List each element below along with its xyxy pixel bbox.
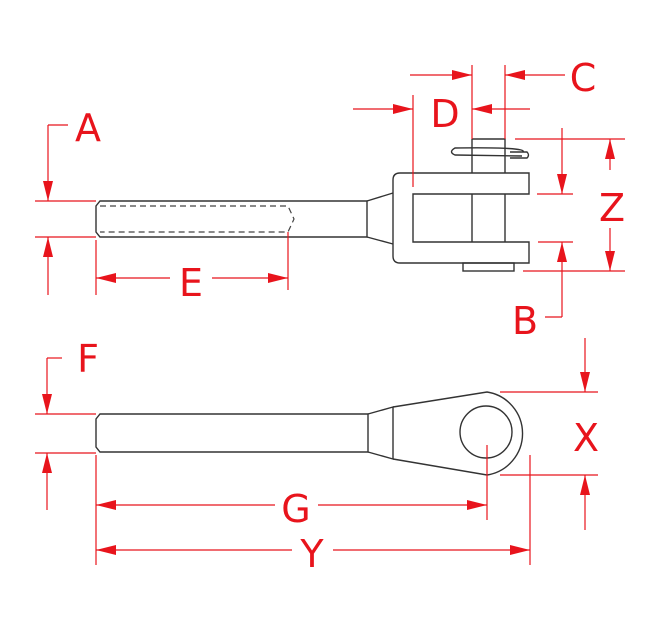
label-b: B bbox=[512, 299, 538, 343]
pin-hole bbox=[459, 405, 513, 459]
side-taper bbox=[367, 406, 394, 460]
fork-terminal-top-view bbox=[95, 138, 530, 272]
dimension-c: C bbox=[410, 56, 596, 139]
label-x: X bbox=[573, 416, 599, 460]
dimension-b: B bbox=[512, 128, 573, 343]
label-g: G bbox=[281, 487, 310, 531]
dimension-e: E bbox=[95, 232, 289, 305]
dimension-d: D bbox=[353, 92, 530, 187]
fork-terminal-side-view bbox=[95, 391, 524, 476]
dimension-g: G bbox=[95, 445, 488, 565]
eye-body bbox=[392, 391, 524, 476]
dimension-z: Z bbox=[515, 138, 625, 272]
label-c: C bbox=[570, 56, 597, 100]
cotter-pin bbox=[450, 147, 530, 159]
fork-body bbox=[392, 172, 530, 264]
label-d: D bbox=[430, 92, 459, 136]
label-f: F bbox=[77, 337, 99, 381]
taper bbox=[366, 192, 394, 245]
side-shaft bbox=[95, 413, 369, 453]
label-e: E bbox=[179, 261, 203, 305]
internal-thread bbox=[100, 205, 295, 233]
clevis-pin bbox=[471, 138, 506, 242]
label-a: A bbox=[75, 106, 101, 150]
label-y: Y bbox=[299, 532, 324, 576]
pin-head bbox=[462, 262, 515, 272]
dimension-x: X bbox=[500, 338, 599, 530]
dimension-f: F bbox=[35, 337, 99, 510]
dimension-y: Y bbox=[96, 455, 531, 576]
label-z: Z bbox=[599, 186, 625, 230]
dimension-a: A bbox=[35, 106, 101, 295]
